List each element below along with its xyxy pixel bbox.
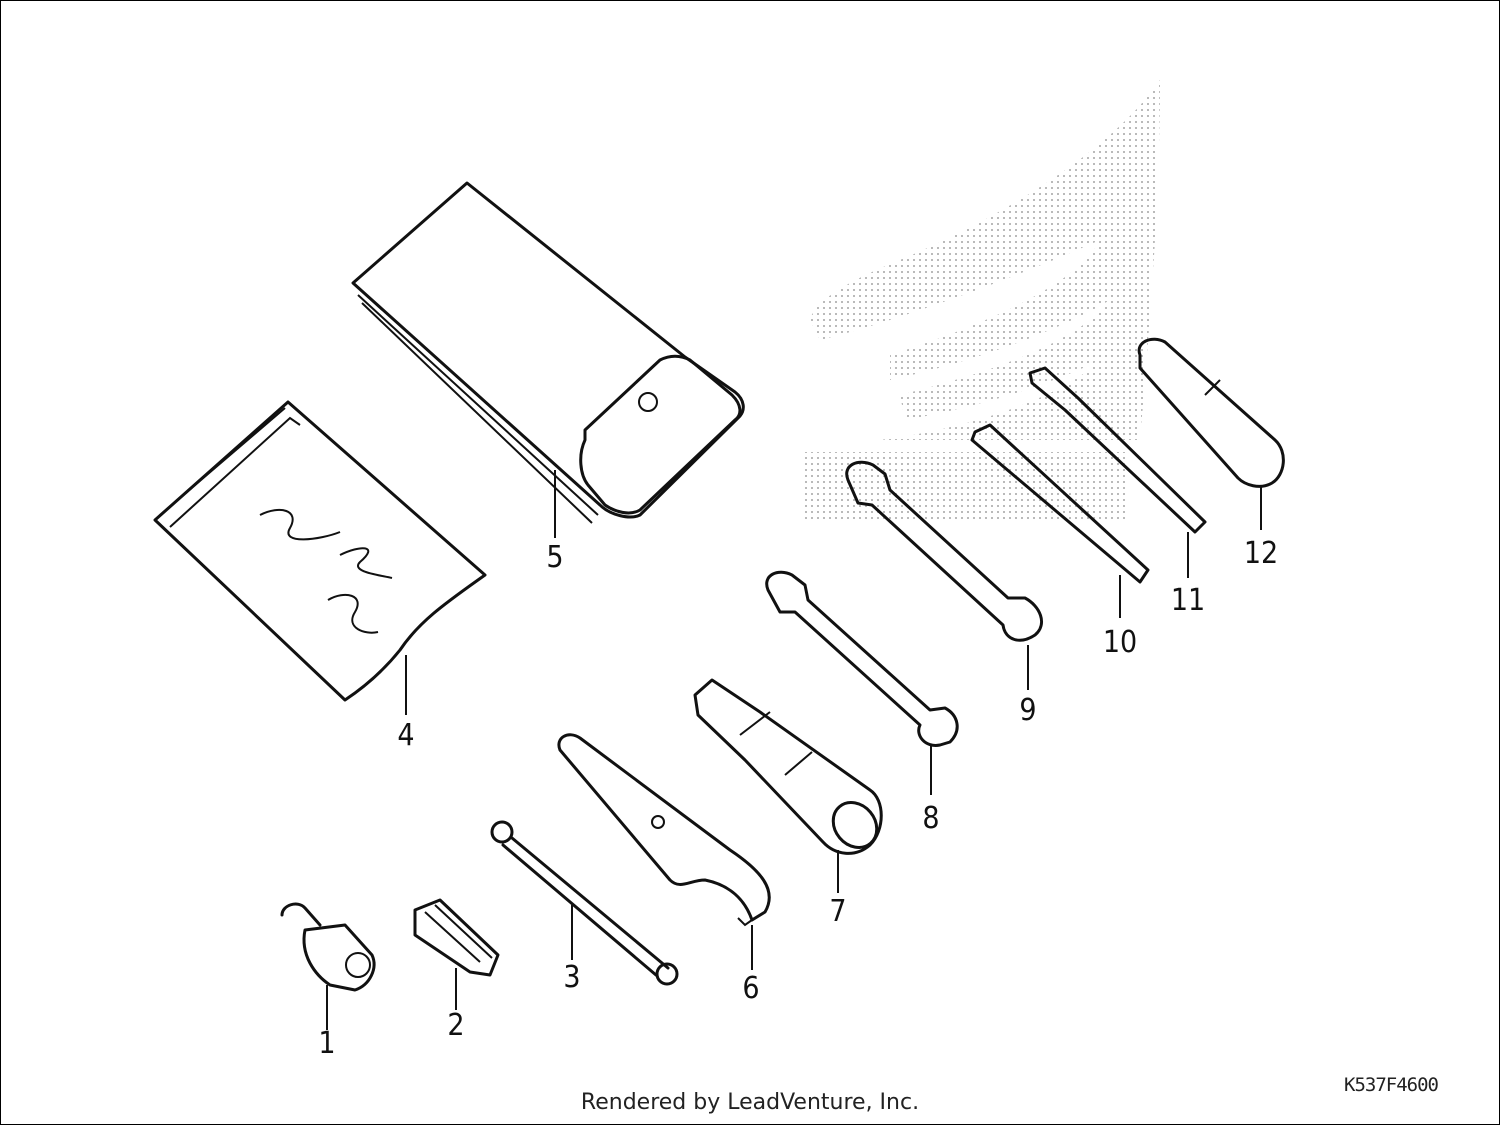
credit-line: Rendered by LeadVenture, Inc.: [580, 1090, 920, 1115]
watermark-wing-logo: [805, 80, 1160, 520]
callout-7: 7: [829, 894, 846, 929]
callout-6: 6: [742, 971, 759, 1006]
part-5-tool-bag: [351, 181, 745, 538]
part-3-handle-bar: [490, 820, 679, 986]
part-7-plug-wrench: [693, 678, 883, 893]
part-10-screwdriver-bit: [970, 423, 1150, 618]
callout-3: 3: [563, 960, 580, 995]
part-12-screwdriver-handle: [1137, 337, 1285, 530]
callout-8: 8: [922, 801, 939, 836]
drawing-code: K537F4600: [1344, 1074, 1439, 1096]
part-2-clip: [413, 898, 500, 1010]
part-8-wrench: [765, 570, 959, 795]
part-4-manual-bag: [153, 400, 487, 715]
callout-9: 9: [1019, 693, 1036, 728]
callout-4: 4: [397, 718, 414, 753]
callout-1: 1: [318, 1026, 335, 1061]
part-6-pin-spanner: [557, 733, 771, 970]
callout-2: 2: [447, 1008, 464, 1043]
callout-12: 12: [1244, 536, 1278, 571]
part-11-screwdriver-bit: [1028, 366, 1207, 578]
part-9-wrench: [845, 460, 1043, 690]
callout-5: 5: [546, 540, 563, 575]
part-1-socket: [280, 902, 376, 1030]
callout-10: 10: [1103, 625, 1137, 660]
callout-11: 11: [1171, 583, 1205, 618]
